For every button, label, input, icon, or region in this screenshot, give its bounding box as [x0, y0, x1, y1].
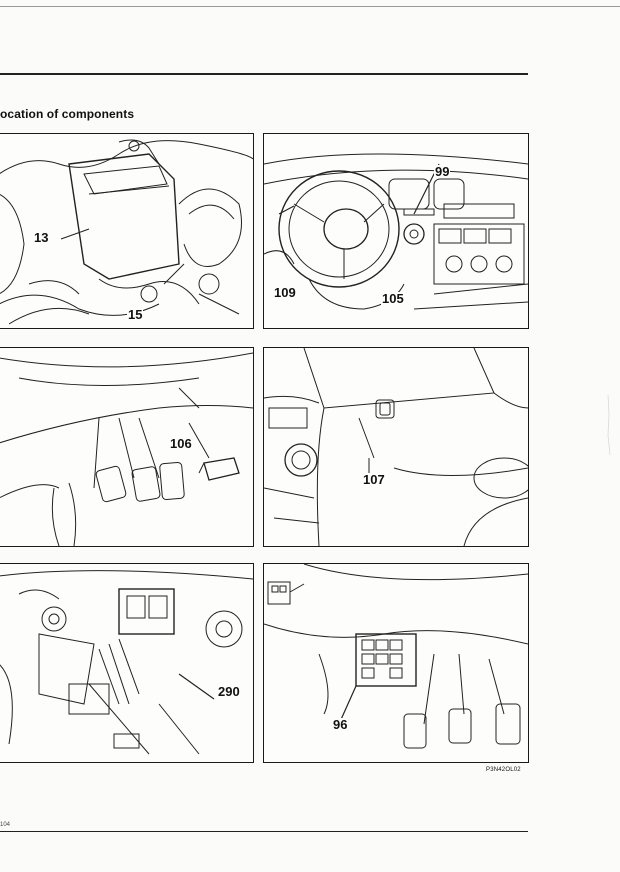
callout-107: 107 [362, 472, 386, 487]
callout-15: 15 [127, 307, 144, 322]
callout-13: 13 [33, 230, 50, 245]
panel-engine-relays: 290 [0, 563, 254, 763]
callout-99: 99 [434, 164, 451, 179]
page-title: ocation of components [0, 107, 135, 121]
callout-105: 105 [381, 291, 405, 306]
header-rule [0, 73, 528, 75]
panel-footwell-pedals: 106 [0, 347, 254, 547]
glovebox-illustration [264, 348, 528, 546]
callout-96: 96 [332, 717, 349, 732]
footwell-illustration [0, 352, 253, 546]
under-dash-fuse-box-illustration [264, 564, 528, 749]
engine-relays-illustration [0, 570, 253, 755]
callout-106: 106 [169, 436, 193, 451]
panel-under-dash-fuse-box: 96 [263, 563, 529, 763]
figure-reference: P3N42OL02 [486, 767, 521, 773]
panel-dashboard: 99 109 105 [263, 133, 529, 329]
margin-smudge [607, 395, 611, 455]
panel-engine-fuse-box: 13 15 [0, 133, 254, 329]
footer-rule [0, 831, 528, 832]
engine-fuse-box-illustration [0, 139, 253, 325]
callout-290: 290 [217, 684, 241, 699]
top-rule-thin [0, 6, 620, 7]
page-number: 104 [0, 822, 11, 828]
panel-glovebox: 107 [263, 347, 529, 547]
callout-109: 109 [273, 285, 297, 300]
